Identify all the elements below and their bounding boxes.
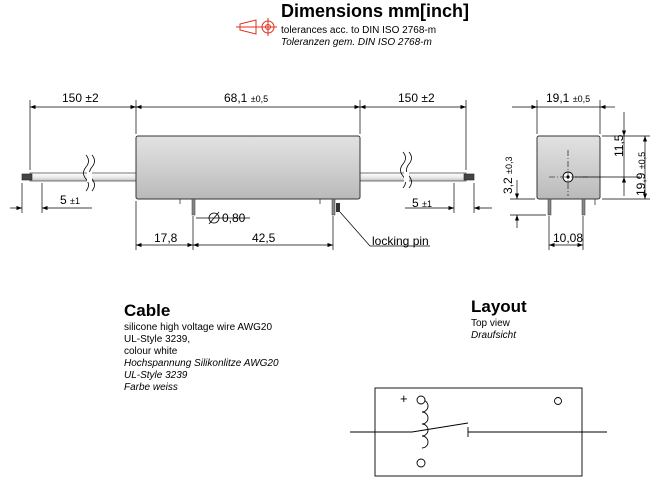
locking-pin-label: locking pin (372, 234, 429, 248)
front-view (10, 100, 492, 250)
layout-schematic (350, 387, 607, 477)
dim-strip-right: 5 ±1 (412, 196, 432, 210)
layout-subtitle: Top view (471, 318, 510, 329)
dim-side-width: 19,1 ±0,5 (546, 91, 591, 105)
dim-pin-spacing: 42,5 (252, 231, 276, 245)
layout-title: Layout (471, 297, 527, 316)
dim-strip-left: 5 ±1 (60, 193, 80, 207)
dim-cable-left: 150 ±2 (62, 91, 99, 105)
dim-body-length: 68,1 ±0,5 (224, 91, 269, 105)
projection-symbol-icon (236, 18, 277, 36)
dim-pin-diameter: 0,80 (222, 211, 246, 225)
dim-pin-length: 3,2 ±0,3 (501, 156, 515, 194)
tolerance-note-de: Toleranzen gem. DIN ISO 2768-m (281, 37, 432, 48)
page-title: Dimensions mm[inch] (281, 1, 470, 21)
cable-line-de: Hochspannung Silikonlitze AWG20 (124, 358, 279, 369)
cable-description: silicone high voltage wire AWG20 UL-Styl… (124, 322, 279, 394)
cable-line-de: UL-Style 3239 (124, 370, 188, 381)
dim-side-pin-spacing: 10,08 (553, 231, 584, 245)
dim-cable-right: 150 ±2 (398, 91, 435, 105)
cable-line: UL-Style 3239, (124, 334, 191, 345)
plus-sign: + (400, 391, 408, 406)
dim-center-height: 11,5 (612, 134, 626, 157)
side-view (510, 100, 650, 250)
cable-line: colour white (124, 346, 178, 357)
cable-title: Cable (124, 301, 171, 320)
dim-side-height: 19,9 ±0,5 (634, 151, 648, 196)
tolerance-note: tolerances acc. to DIN ISO 2768-m (281, 25, 437, 36)
cable-line-de: Farbe weiss (124, 382, 178, 393)
dim-pin-offset: 17,8 (154, 231, 178, 245)
cable-line: silicone high voltage wire AWG20 (124, 322, 273, 333)
layout-subtitle-de: Draufsicht (471, 330, 517, 341)
